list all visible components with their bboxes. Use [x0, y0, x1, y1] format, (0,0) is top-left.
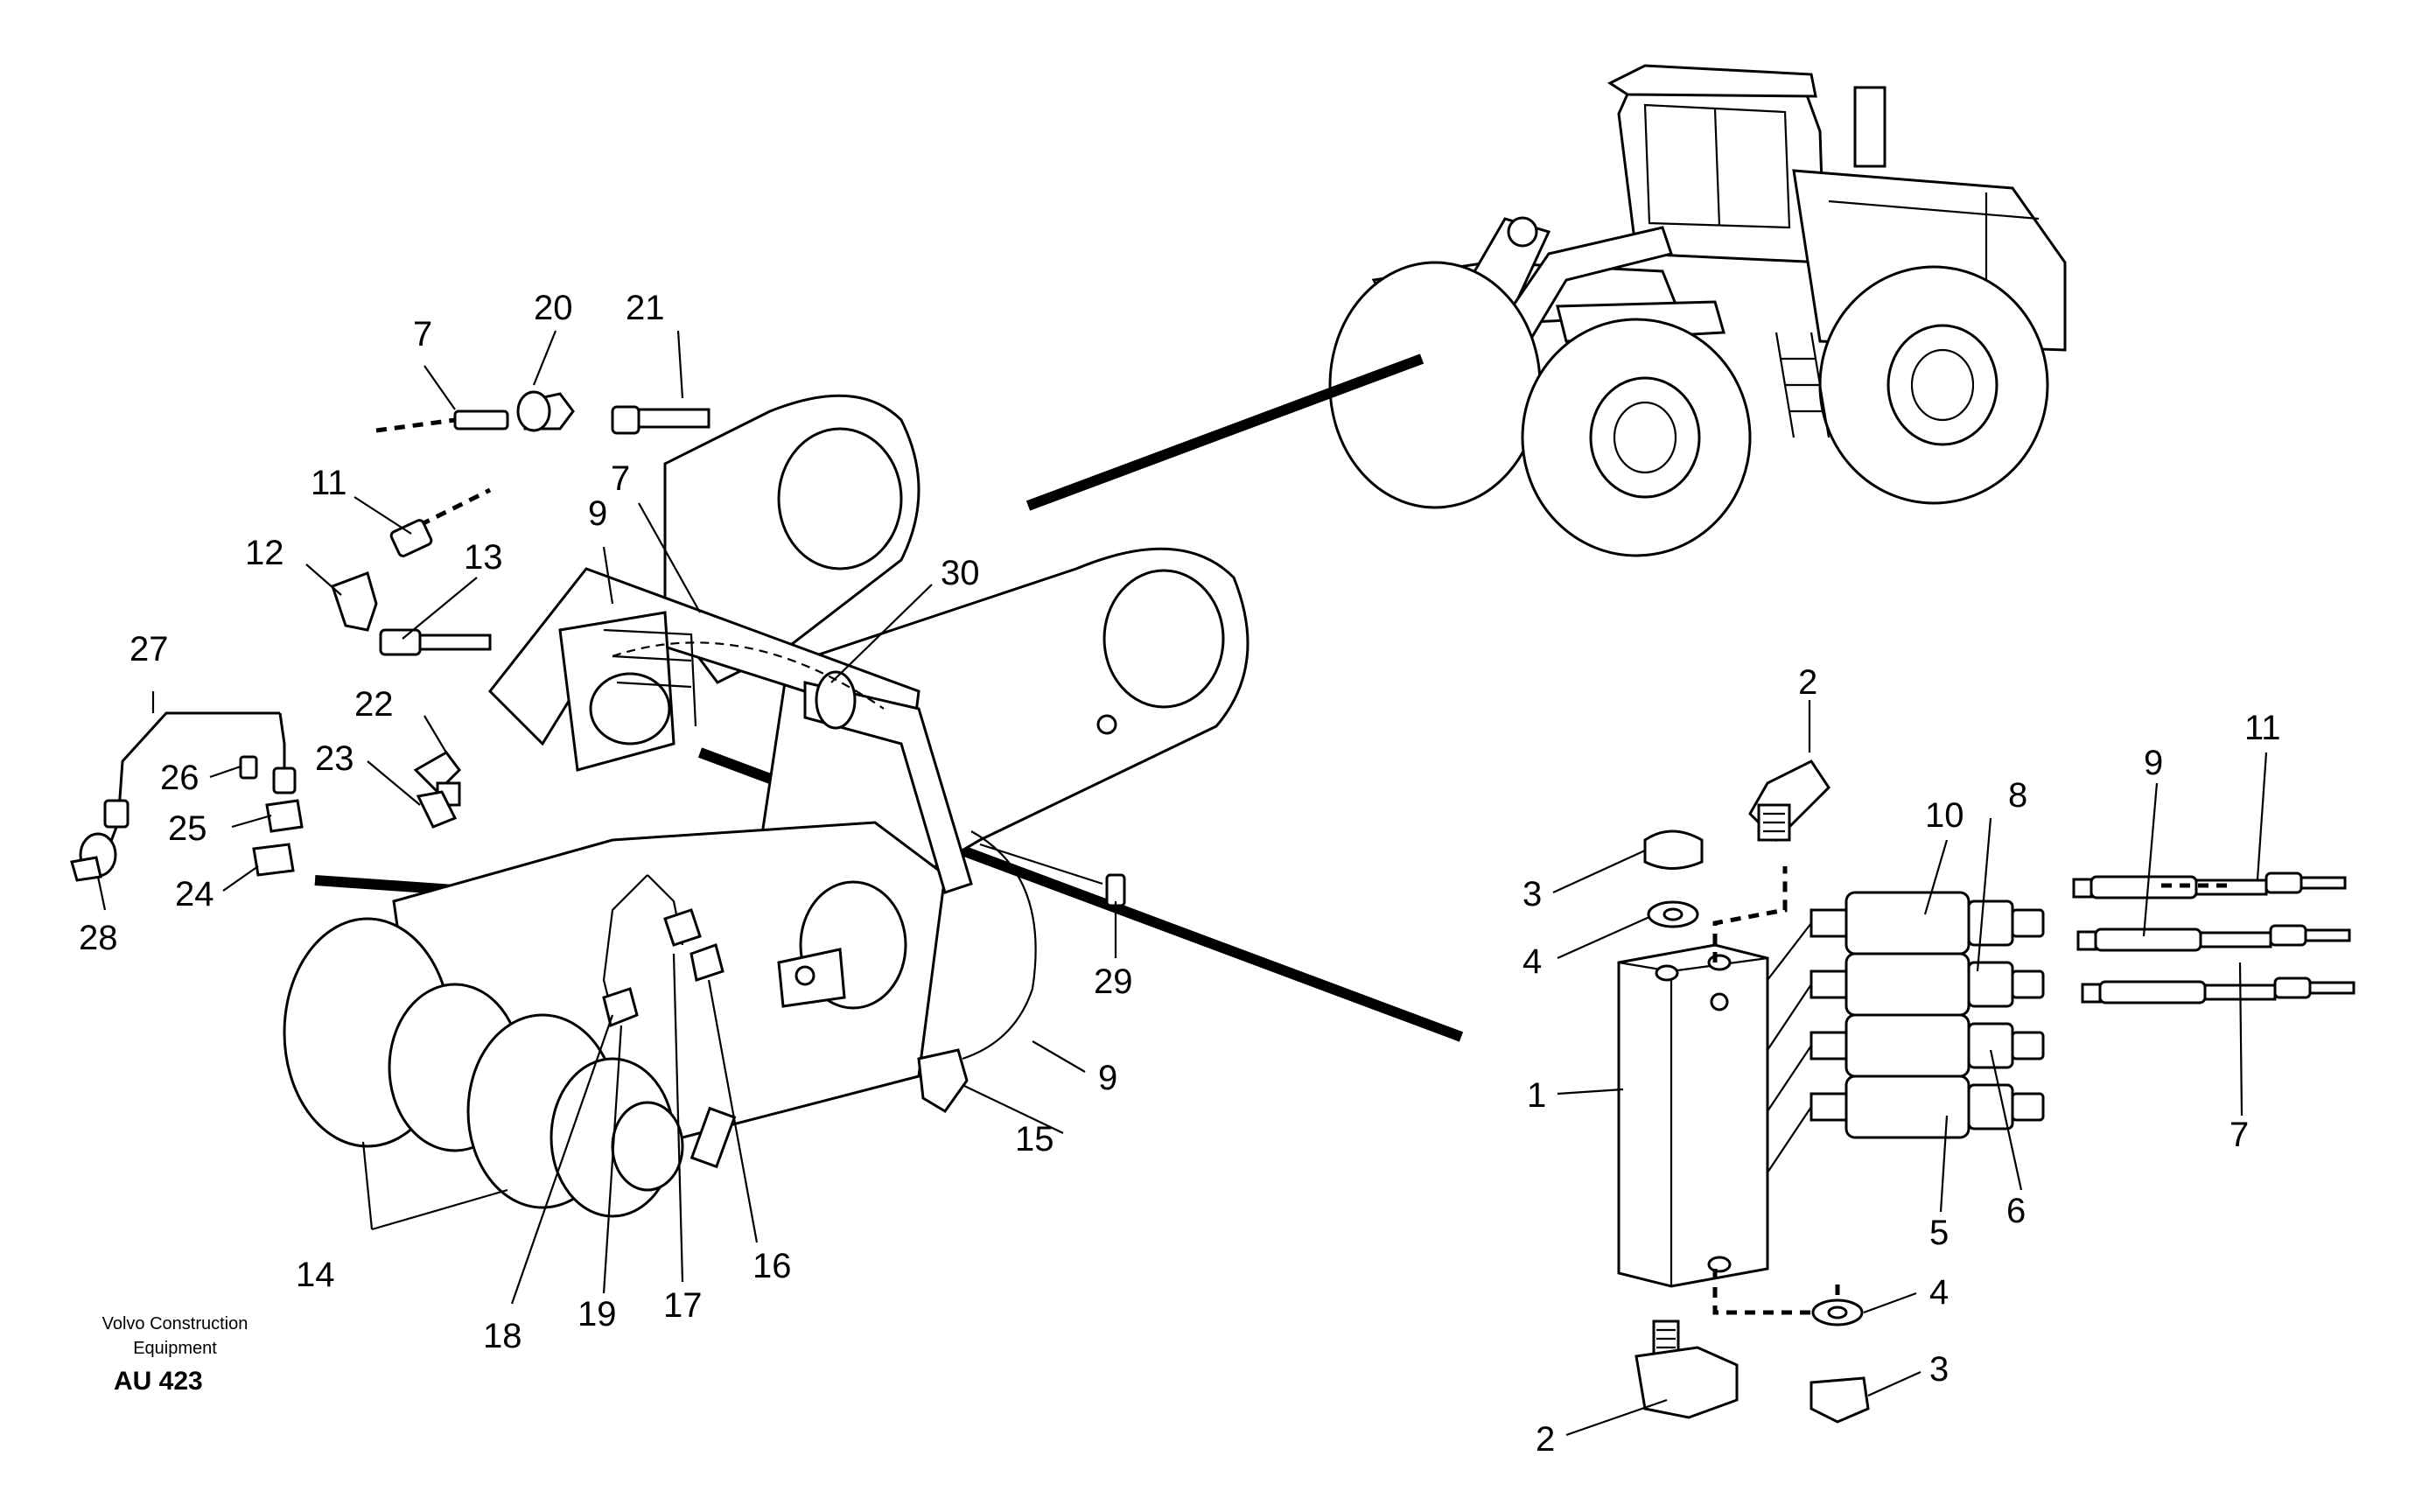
callout-15: 15 — [1015, 1120, 1054, 1158]
diagram-code: AU 423 — [114, 1367, 203, 1396]
callout-9-upper: 9 — [588, 494, 607, 533]
credit-line-1: Volvo Construction — [102, 1314, 248, 1334]
callout-11: 11 — [311, 464, 347, 502]
callout-9-valve: 9 — [2144, 744, 2163, 782]
callout-4-bottom: 4 — [1929, 1273, 1949, 1312]
callout-4-top: 4 — [1522, 942, 1542, 981]
callout-26: 26 — [160, 759, 200, 797]
callout-16: 16 — [752, 1247, 792, 1285]
left-hose-fittings — [70, 711, 461, 882]
callout-22: 22 — [354, 685, 394, 724]
callout-13: 13 — [464, 538, 503, 577]
wheel-loader-illustration — [1328, 64, 2067, 557]
callout-9-lower: 9 — [1098, 1059, 1117, 1097]
callout-11-valve: 11 — [2244, 709, 2281, 747]
callout-1: 1 — [1527, 1076, 1546, 1115]
callout-7-upper: 7 — [611, 459, 630, 498]
callout-17: 17 — [663, 1286, 703, 1325]
callout-29: 29 — [1094, 962, 1133, 1001]
callout-14: 14 — [296, 1256, 335, 1294]
callout-2-top: 2 — [1798, 663, 1817, 702]
callout-21: 21 — [626, 289, 665, 327]
callout-25: 25 — [168, 809, 207, 848]
upper-hose-fittings — [331, 390, 710, 656]
callout-12: 12 — [245, 534, 284, 572]
pointer-ray-upper — [1026, 354, 1424, 511]
callout-3-bottom: 3 — [1929, 1350, 1949, 1389]
callout-19: 19 — [578, 1295, 617, 1334]
callout-10: 10 — [1925, 796, 1964, 835]
callout-27: 27 — [130, 630, 169, 668]
callout-5: 5 — [1929, 1214, 1949, 1252]
callout-7: 7 — [413, 315, 432, 354]
leader-lines — [96, 330, 2268, 1437]
callout-20: 20 — [534, 289, 573, 327]
lift-arm-assembly — [283, 394, 1250, 1218]
callout-7-valve: 7 — [2230, 1116, 2249, 1154]
callout-labels: 7 20 21 11 12 13 7 9 30 27 26 25 24 28 2… — [79, 289, 2281, 1459]
valve-block-detail — [1617, 760, 2356, 1424]
callout-2-bottom: 2 — [1536, 1420, 1555, 1459]
callout-30: 30 — [941, 554, 980, 592]
callout-28: 28 — [79, 919, 118, 957]
callout-3-top: 3 — [1522, 875, 1542, 914]
callout-24: 24 — [175, 875, 214, 914]
callout-23: 23 — [315, 739, 354, 778]
callout-8: 8 — [2008, 776, 2027, 815]
callout-6: 6 — [2006, 1192, 2026, 1230]
credit-line-2: Equipment — [133, 1339, 217, 1358]
lower-hose-fittings — [602, 873, 1126, 1113]
callout-18: 18 — [483, 1317, 522, 1355]
